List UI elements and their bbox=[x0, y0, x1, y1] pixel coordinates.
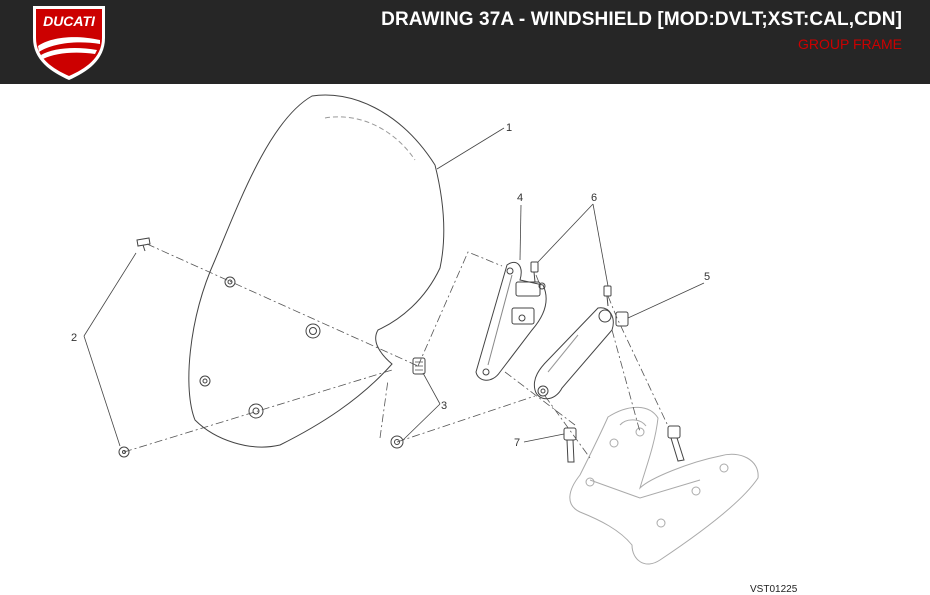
ducati-logo: DUCATI bbox=[29, 0, 109, 84]
mounting-bolt-part bbox=[563, 425, 685, 463]
bracket-screw-part bbox=[530, 261, 612, 307]
leader-lines bbox=[83, 127, 705, 447]
nut-part bbox=[390, 357, 426, 449]
group-subtitle: GROUP FRAME bbox=[798, 36, 902, 52]
callout-4: 4 bbox=[517, 192, 523, 204]
callout-5: 5 bbox=[704, 271, 710, 283]
brand-wordmark: DUCATI bbox=[43, 13, 96, 29]
callout-1: 1 bbox=[506, 122, 512, 134]
callout-3: 3 bbox=[441, 400, 447, 412]
page-title: DRAWING 37A - WINDSHIELD [MOD:DVLT;XST:C… bbox=[381, 9, 902, 30]
screw-part bbox=[118, 237, 151, 458]
drawing-reference-code: VST01225 bbox=[750, 584, 798, 595]
assembly-lines bbox=[123, 243, 669, 459]
windshield-part bbox=[188, 94, 445, 448]
callout-7: 7 bbox=[514, 437, 520, 449]
left-bracket-part bbox=[475, 261, 547, 381]
callout-6: 6 bbox=[591, 192, 597, 204]
frame-support-part bbox=[569, 406, 759, 565]
header-bar: DUCATI DRAWING 37A - WINDSHIELD [MOD:DVL… bbox=[0, 0, 930, 84]
right-bracket-part bbox=[533, 307, 629, 400]
parts-diagram: 1 2 3 4 5 6 7 bbox=[71, 94, 759, 565]
callout-2: 2 bbox=[71, 332, 77, 344]
